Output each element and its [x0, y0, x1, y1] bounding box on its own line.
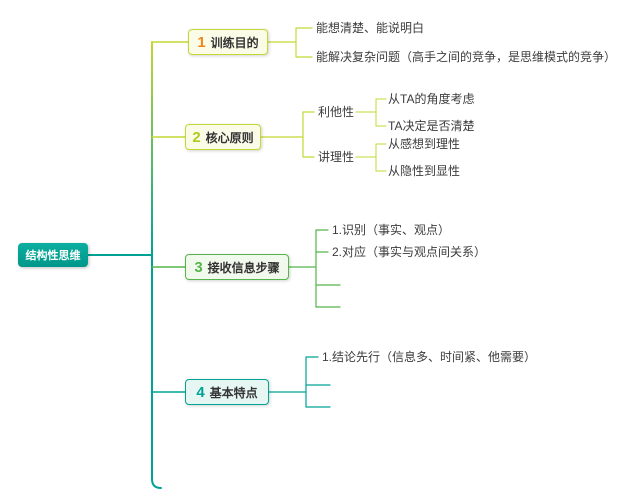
- subtopic[interactable]: 利他性: [318, 105, 355, 119]
- branch-topic-1[interactable]: 1 训练目的: [188, 29, 268, 55]
- subtopic[interactable]: 从TA的角度考虑: [388, 92, 475, 106]
- altruism-children-bracket: [355, 98, 387, 127]
- branch-label: 基本特点: [209, 385, 258, 400]
- subtopic[interactable]: 从隐性到显性: [388, 164, 461, 178]
- branch-label: 训练目的: [210, 35, 259, 50]
- branch3-children-bracket: [288, 229, 341, 308]
- branch-label: 核心原则: [205, 130, 254, 145]
- subtopic[interactable]: 能想清楚、能说明白: [316, 21, 425, 35]
- rationality-children-bracket: [355, 143, 387, 172]
- branch-number: 4: [196, 383, 205, 401]
- branch-number: 3: [194, 258, 203, 276]
- root-topic[interactable]: 结构性思维: [18, 243, 88, 267]
- subtopic[interactable]: 2.对应（事实与观点间关系）: [332, 245, 487, 259]
- branch2-children-bracket: [260, 111, 315, 158]
- subtopic[interactable]: 能解决复杂问题（高手之间的竞争，是思维模式的竞争）: [316, 50, 617, 64]
- branch-number: 2: [192, 128, 201, 146]
- subtopic[interactable]: 讲理性: [318, 150, 355, 164]
- subtopic[interactable]: 1.结论先行（信息多、时间紧、他需要）: [322, 350, 537, 364]
- branch1-children-bracket: [267, 27, 313, 58]
- subtopic[interactable]: 从感想到理性: [388, 137, 461, 151]
- subtopic[interactable]: TA决定是否清楚: [388, 119, 475, 133]
- branch-topic-3[interactable]: 3 接收信息步骤: [185, 254, 289, 280]
- spine-lower-line: [151, 254, 162, 489]
- branch-topic-2[interactable]: 2 核心原则: [185, 124, 261, 150]
- subtopic[interactable]: 1.识别（事实、观点）: [332, 223, 451, 237]
- branch-label: 接收信息步骤: [207, 260, 280, 275]
- branch4-children-bracket: [268, 356, 331, 408]
- branch-number: 1: [197, 33, 206, 51]
- branch-topic-4[interactable]: 4 基本特点: [185, 379, 269, 405]
